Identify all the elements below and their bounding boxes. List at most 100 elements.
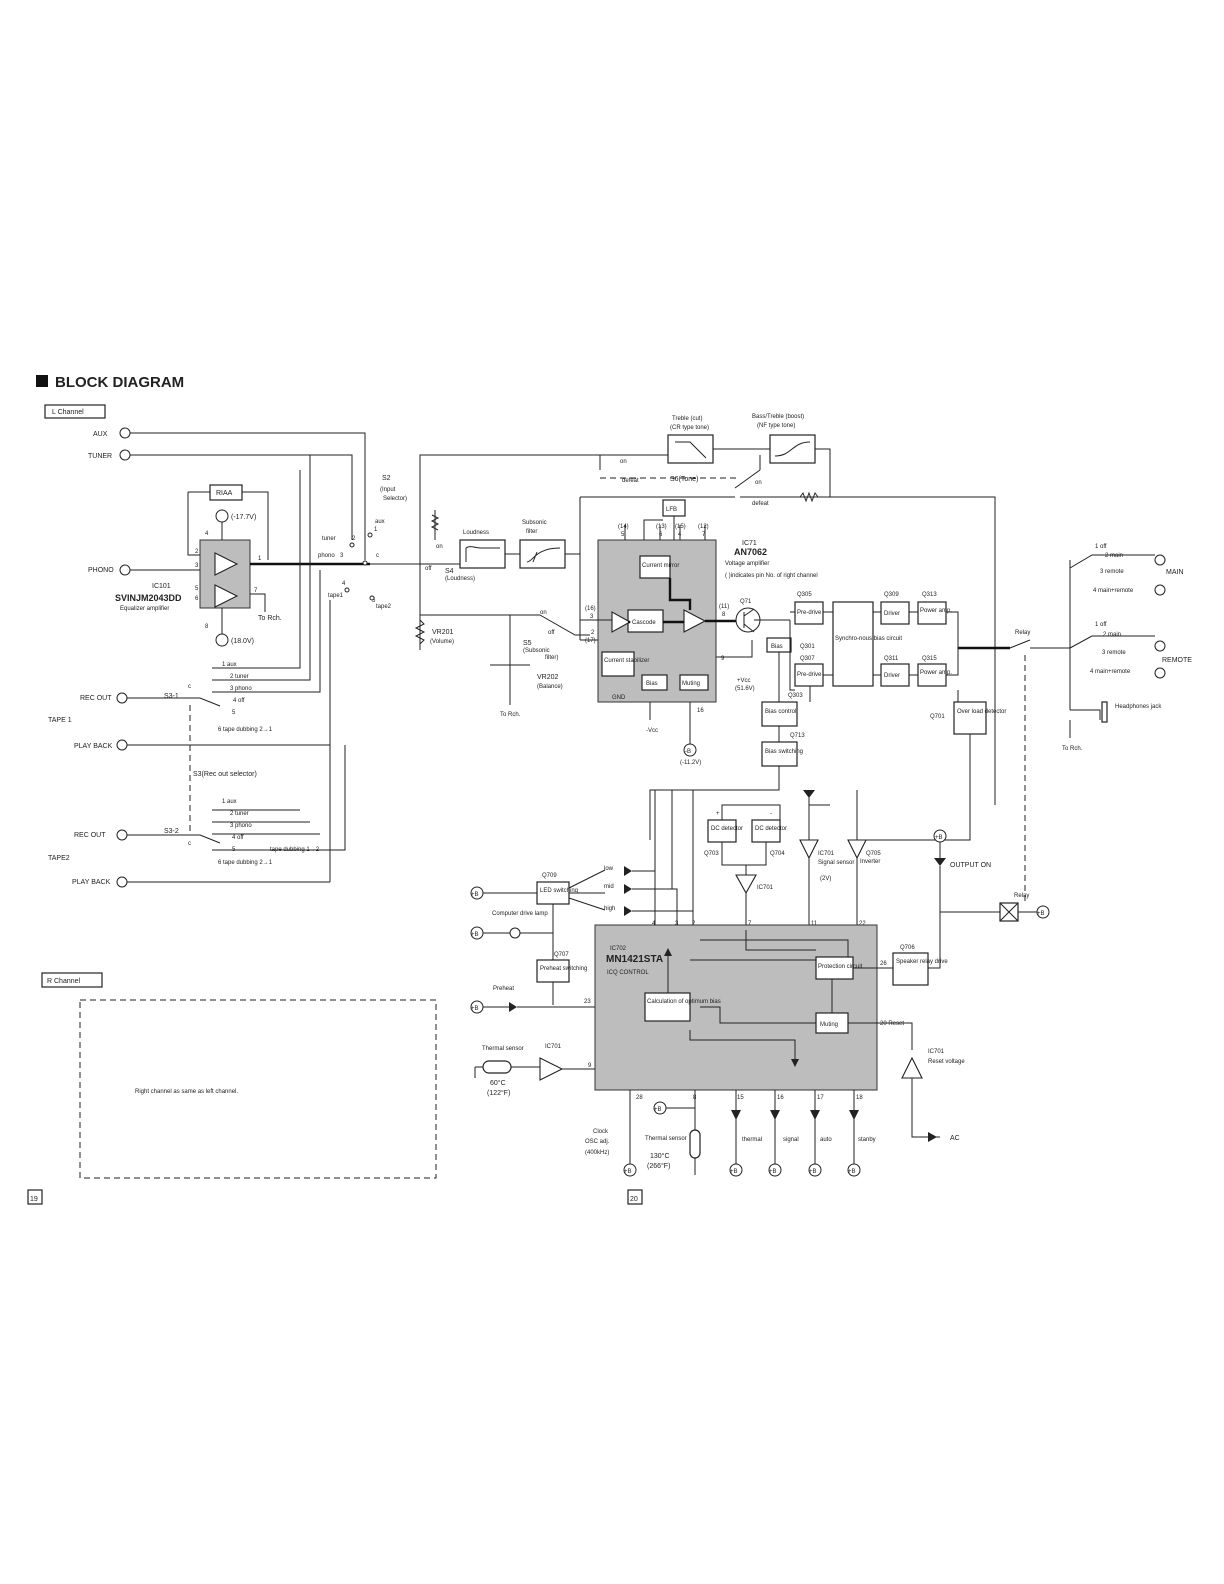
q707-label: Q707 (554, 952, 569, 958)
s3-pos: 2 tuner (230, 674, 249, 680)
pin-label: 9 (588, 1063, 592, 1069)
pin-label: 5 (621, 532, 625, 538)
s5-desc2: filter) (545, 655, 558, 661)
pin-label: 26 (880, 961, 887, 967)
s5-name: S5 (523, 640, 532, 647)
pin-label: 8 (722, 612, 726, 618)
tone-on-1: on (620, 459, 627, 465)
q704-label: Q704 (770, 851, 785, 857)
s3-c1: c (188, 684, 191, 690)
pin-label: 16 (697, 708, 704, 714)
s3-pos: 3 phono (230, 686, 252, 692)
pin-label: 6 (195, 596, 199, 602)
led-thermal-label: thermal (742, 1137, 762, 1143)
clock-plus-b: +B (624, 1169, 632, 1175)
output-section: Relay 1 off 2 main 3 remote 4 main+remot… (1009, 544, 1192, 752)
s2-pos: tape1 (328, 593, 344, 599)
reset-pin-label: 20 Reset (880, 1021, 904, 1027)
vcc-label: +Vcc (737, 678, 751, 684)
loudness-on: on (436, 544, 443, 550)
main-label: MAIN (1166, 569, 1184, 576)
cascode-label: Cascode (632, 620, 656, 626)
vr202-name: VR202 (537, 674, 559, 681)
s2-pos: tape2 (376, 604, 392, 610)
output-to-rch: To Rch. (1062, 746, 1083, 752)
current-mirror-label: Current mirror (642, 563, 679, 569)
neg-b-value: (-11.2V) (680, 760, 701, 766)
q703-label: Q703 (704, 851, 719, 857)
pin-label: 11 (811, 921, 818, 927)
speaker-relay-label: Speaker relay drive (896, 959, 948, 965)
pin-label: (14) (618, 524, 629, 530)
pin-label: 2 (591, 630, 595, 636)
osc-freq: (400kHz) (585, 1150, 609, 1156)
page-title: BLOCK DIAGRAM (55, 374, 184, 391)
tone-section: Treble (cut) (CR type tone) Bass/Treble … (419, 414, 996, 805)
tape1-label: TAPE 1 (48, 717, 72, 724)
pin-label: 4 (205, 531, 209, 537)
power-amp-2: Power amp. (920, 670, 952, 676)
pin-label: (17) (585, 638, 596, 644)
q706-label: Q706 (900, 945, 915, 951)
input-rec-out-2: REC OUT (74, 832, 106, 839)
pin-label: 18 (856, 1095, 863, 1101)
led-high: high (604, 906, 615, 912)
s5-desc1: (Subsonic (523, 648, 550, 654)
led-low: low (604, 866, 614, 872)
dc-detector-2: DC detector (755, 826, 787, 832)
led-icon (624, 884, 632, 894)
predrive-1: Pre-drive (797, 610, 822, 616)
pin-label: 5 (195, 586, 199, 592)
s3-2-label: S3-2 (164, 828, 179, 835)
s2-pos: phono (318, 553, 335, 559)
s3-pos: 4 off (233, 698, 245, 704)
dc-plus: + (716, 811, 720, 817)
driver-2: Driver (884, 673, 900, 679)
osc-label: OSC adj. (585, 1139, 610, 1145)
eq-neg-voltage: (-17.7V) (231, 514, 256, 521)
s2-pos: tuner (322, 536, 336, 542)
q307-label: Q307 (800, 656, 815, 662)
remote-pos: 3 remote (1102, 650, 1126, 656)
s3-name: S3(Rec out selector) (193, 771, 257, 778)
subsonic-label1: Subsonic (522, 520, 547, 526)
lamp-icon (509, 927, 521, 939)
pin-label: 7 (748, 921, 752, 927)
vr201-desc: (Volume) (430, 639, 454, 645)
sync-label: Synchro-nous bias circuit (835, 636, 902, 642)
led-plus-b: +B (848, 1169, 856, 1175)
jack-icon (119, 427, 131, 439)
eq-part: SVINJM2043DD (115, 593, 182, 603)
ic71-desc: Voltage amplifier (725, 561, 769, 567)
input-aux: AUX (93, 431, 108, 438)
led-signal-label: signal (783, 1137, 799, 1143)
thermal2-plus-b: +B (654, 1107, 662, 1113)
ic702-desc: ICQ CONTROL (607, 970, 649, 976)
pin-label: 4 (652, 921, 656, 927)
ic702-part: MN1421STA (606, 954, 663, 965)
s3-pos: 4 off (232, 835, 244, 841)
gnd-label: GND (612, 695, 626, 701)
led-auto-label: auto (820, 1137, 832, 1143)
vr202-desc: (Balance) (537, 684, 563, 690)
rec-out-selector: S3-1 S3(Rec out selector) S3-2 c c 1 aux… (164, 455, 346, 882)
thermal-temp-f: (122°F) (487, 1089, 510, 1097)
s2-pos: aux (375, 519, 385, 525)
calc-label: Calculation of optimum bias (647, 999, 721, 1005)
driver-1: Driver (884, 611, 900, 617)
pin-label: 16 (777, 1095, 784, 1101)
reset-ic-label: IC701 (928, 1049, 945, 1055)
ic701-label-a: IC701 (757, 885, 774, 891)
tape2-label: TAPE2 (48, 855, 70, 862)
remote-pos: 2 main (1103, 632, 1121, 638)
ic71-block: LFB Current mirror Cascode Current stabi… (579, 497, 818, 766)
pin-label: 28 (636, 1095, 643, 1101)
ic702-block: IC702 MN1421STA ICQ CONTROL Calculation … (584, 921, 941, 1101)
s4-name: S4 (445, 568, 454, 575)
s3-2-positions: 1 aux 2 tuner 3 phono 4 off 5 6 tape dub… (218, 799, 273, 866)
pin-label: (12) (698, 524, 709, 530)
output-on-plus-b: +B (935, 835, 943, 841)
thermal2-label: Thermal sensor (645, 1136, 687, 1142)
s3-pos: 6 tape dubbing 2→1 (218, 727, 273, 733)
